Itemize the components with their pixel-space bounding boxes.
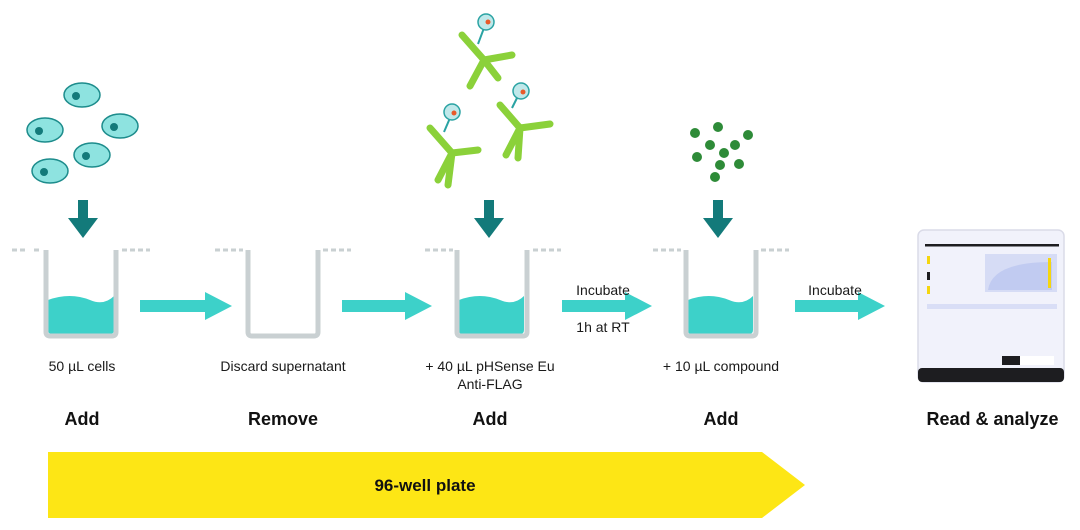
liquid	[459, 296, 524, 334]
down-arrows	[68, 200, 733, 238]
process-arrows	[140, 292, 885, 320]
compound-dot	[719, 148, 729, 158]
cell-4	[73, 142, 111, 168]
well-3	[425, 248, 561, 339]
down-arrow-icon	[474, 200, 504, 238]
cell-cluster	[26, 82, 139, 184]
compound-dot	[713, 122, 723, 132]
cell-1	[63, 82, 101, 108]
incubate-label: Incubate	[808, 282, 862, 298]
incubate-duration-label: 1h at RT	[576, 319, 630, 335]
antibody-1	[458, 13, 516, 90]
down-arrow-icon	[703, 200, 733, 238]
antibody-cluster	[426, 13, 554, 189]
down-arrow-icon	[68, 200, 98, 238]
cell-3	[101, 113, 139, 139]
antibody-2	[426, 103, 482, 189]
cell-5	[31, 158, 69, 184]
compound-dot	[710, 172, 720, 182]
compound-dot	[705, 140, 715, 150]
plate-reader-icon	[917, 229, 1065, 383]
step-4-action: Add	[703, 409, 739, 429]
plate-banner-label: 96-well plate	[374, 476, 476, 495]
compound-dot	[690, 128, 700, 138]
step-2-action: Remove	[247, 409, 319, 429]
compound-dot	[743, 130, 753, 140]
incubate-label: Incubate	[576, 282, 630, 298]
plate-banner-arrow	[48, 452, 805, 518]
step-1-action: Add	[64, 409, 100, 429]
compound-dots	[690, 122, 753, 182]
well-4	[653, 248, 789, 339]
wells	[12, 248, 789, 339]
antibody-3	[496, 82, 554, 162]
step-4-label: + 10 µL compound	[662, 358, 780, 374]
liquid	[688, 296, 753, 334]
step-3-action: Add	[472, 409, 508, 429]
step-3-label: + 40 µL pHSense Eu Anti-FLAG	[425, 358, 555, 392]
compound-dot	[692, 152, 702, 162]
step-5-action: Read & analyze	[926, 409, 1059, 429]
well-2	[215, 248, 351, 339]
compound-dot	[734, 159, 744, 169]
compound-dot	[715, 160, 725, 170]
step-1-label: 50 µL cells	[48, 358, 116, 374]
cell-2	[26, 117, 64, 143]
well-1	[12, 248, 150, 339]
right-arrow-icon	[140, 292, 232, 320]
liquid	[48, 296, 114, 334]
step-2-label: Discard supernatant	[220, 358, 346, 374]
right-arrow-icon	[795, 292, 885, 320]
right-arrow-icon	[342, 292, 432, 320]
compound-dot	[730, 140, 740, 150]
right-arrow-icon	[562, 292, 652, 320]
